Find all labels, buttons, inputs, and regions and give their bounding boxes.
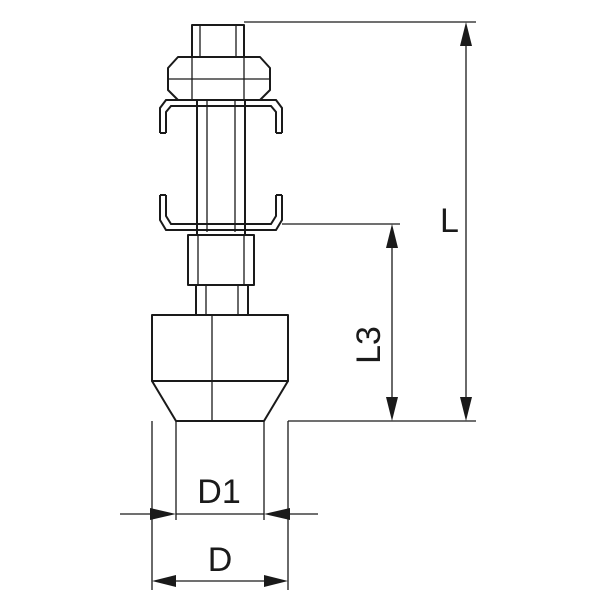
label-l3: L3	[350, 326, 388, 364]
lower-clip	[159, 194, 283, 231]
extension-lines	[151, 21, 476, 590]
threaded-stud	[191, 24, 245, 58]
dimension-d: D	[152, 541, 288, 587]
collar	[187, 234, 255, 286]
hex-nut	[167, 56, 271, 101]
label-d1: D1	[197, 473, 240, 511]
dimension-d1: D1	[120, 473, 318, 520]
foot-pad	[151, 314, 289, 422]
dimension-l3: L3	[350, 224, 398, 421]
label-d: D	[208, 541, 233, 579]
lower-stem	[195, 284, 249, 316]
dimension-l: L	[440, 22, 472, 421]
upper-clip	[159, 99, 283, 134]
label-l: L	[440, 202, 459, 240]
shaft	[196, 94, 246, 236]
